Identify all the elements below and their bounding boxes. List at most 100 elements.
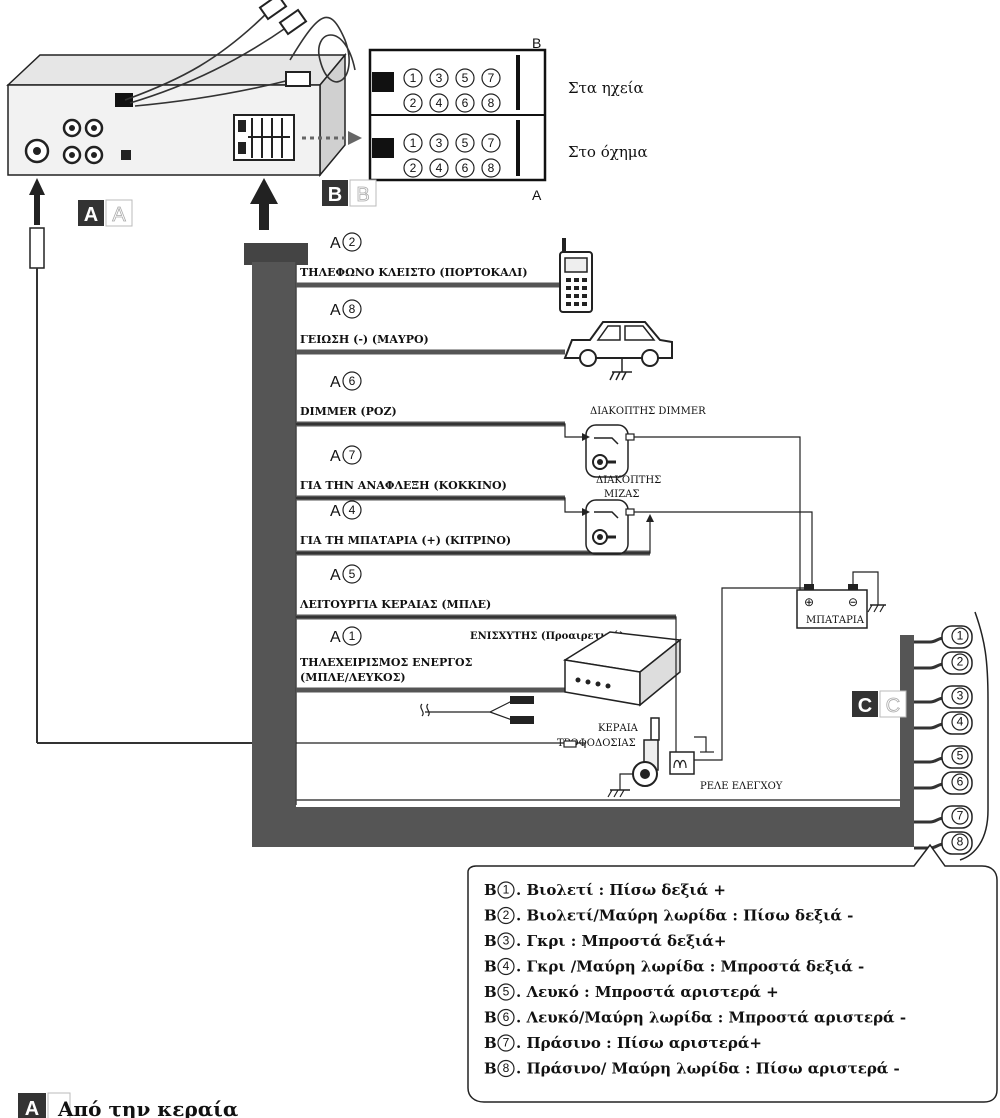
legend-prefix: B bbox=[484, 881, 497, 899]
wire-text: ΓΙΑ ΤΗ ΜΠΑΤΑΡΙΑ (+) (ΚΙΤΡΙΝΟ) bbox=[300, 534, 511, 547]
svg-text:3: 3 bbox=[436, 71, 443, 85]
svg-text:⊕: ⊕ bbox=[804, 595, 814, 609]
connector-pin: 7 bbox=[481, 68, 501, 88]
antenna-arrow-icon bbox=[29, 178, 45, 743]
wire-text: ΛΕΙΤΟΥΡΓΙΑ ΚΕΡΑΙΑΣ (ΜΠΛΕ) bbox=[299, 598, 491, 611]
svg-text:2: 2 bbox=[410, 96, 417, 110]
speaker-pin: 4 bbox=[951, 713, 969, 731]
ignition-switch-icon bbox=[585, 499, 635, 555]
svg-text:1: 1 bbox=[957, 628, 964, 642]
svg-text:3: 3 bbox=[436, 136, 443, 150]
connector-pin: 6 bbox=[455, 158, 475, 178]
svg-text:⊖: ⊖ bbox=[848, 595, 858, 609]
connector-pin: 3 bbox=[429, 68, 449, 88]
svg-text:5: 5 bbox=[349, 567, 356, 581]
battery-icon: ⊕ ⊖ ΜΠΑΤΑΡΙΑ bbox=[796, 571, 886, 629]
svg-text:4: 4 bbox=[349, 503, 356, 517]
legend-pin: 4 bbox=[497, 957, 515, 976]
legend-prefix: B bbox=[484, 958, 497, 976]
svg-text:6: 6 bbox=[462, 96, 469, 110]
legend-prefix: B bbox=[484, 1009, 497, 1027]
wire-prefix: A bbox=[330, 302, 341, 319]
wire-text: ΤΗΛΕΦΩΝΟ ΚΛΕΙΣΤΟ (ΠΟΡΤΟΚΑΛΙ) bbox=[300, 266, 528, 279]
dimmer-switch-label: ΔΙΑΚΟΠΤΗΣ DIMMER bbox=[590, 406, 706, 417]
connector-pin: 1 bbox=[403, 68, 423, 88]
wire-pin-number: 1 bbox=[342, 626, 362, 646]
wire-harness bbox=[37, 243, 914, 847]
wire-prefix: A bbox=[330, 503, 341, 520]
legend-text: . Πράσινο : Πίσω αριστερά+ bbox=[516, 1034, 762, 1052]
svg-text:A: A bbox=[25, 1098, 39, 1118]
footer-text: Από την κεραία bbox=[57, 1097, 238, 1118]
svg-text:4: 4 bbox=[957, 714, 964, 728]
svg-text:4: 4 bbox=[436, 161, 443, 175]
svg-text:8: 8 bbox=[503, 1061, 510, 1075]
connector-pin: 2 bbox=[403, 158, 423, 178]
legend-text: . Λευκό : Μπροστά αριστερά + bbox=[516, 983, 779, 1001]
svg-text:8: 8 bbox=[488, 161, 495, 175]
wire-prefix: A bbox=[330, 448, 341, 465]
legend-text: . Λευκό/Μαύρη λωρίδα : Μπροστά αριστερά … bbox=[516, 1009, 906, 1027]
wire-text: ΓΕΙΩΣΗ (-) (ΜΑΥΡΟ) bbox=[300, 333, 429, 346]
svg-text:3: 3 bbox=[503, 933, 510, 947]
svg-text:2: 2 bbox=[349, 235, 356, 249]
svg-text:6: 6 bbox=[503, 1010, 510, 1024]
wire-prefix: A bbox=[330, 235, 341, 252]
rca-jacks-icon bbox=[62, 118, 104, 165]
svg-text:A: A bbox=[112, 204, 126, 226]
svg-text:7: 7 bbox=[503, 1035, 510, 1049]
battery-label: ΜΠΑΤΑΡΙΑ bbox=[806, 615, 865, 626]
svg-text:5: 5 bbox=[503, 984, 510, 998]
connector-pin: 7 bbox=[481, 133, 501, 153]
ignition-switch-label-1: ΔΙΑΚΟΠΤΗΣ bbox=[596, 475, 661, 486]
harness-arrow-icon bbox=[250, 178, 278, 230]
car-icon bbox=[563, 321, 673, 372]
antenna-label-1: ΚΕΡΑΙΑ bbox=[598, 723, 639, 734]
connector-pin: 5 bbox=[455, 68, 475, 88]
legend-pin: 1 bbox=[497, 881, 515, 899]
wire-pin-number: 7 bbox=[342, 445, 362, 465]
legend-text: . Πράσινο/ Μαύρη λωρίδα : Πίσω αριστερά … bbox=[516, 1060, 900, 1078]
badge-c: C C bbox=[852, 690, 907, 718]
svg-text:1: 1 bbox=[410, 136, 417, 150]
antenna-motor-icon bbox=[296, 717, 660, 798]
connector-pin: 3 bbox=[429, 133, 449, 153]
phone-icon bbox=[559, 238, 593, 313]
ignition-switch-label-2: ΜΙΖΑΣ bbox=[604, 489, 639, 500]
dimmer-switch-icon bbox=[585, 424, 635, 478]
svg-text:3: 3 bbox=[957, 688, 964, 702]
legend-pin: 7 bbox=[497, 1034, 515, 1052]
legend-pin: 8 bbox=[497, 1059, 515, 1078]
legend-text: . Γκρι /Μαύρη λωρίδα : Μπροστά δεξιά - bbox=[516, 958, 864, 976]
relay-icon bbox=[296, 587, 812, 775]
svg-text:A: A bbox=[84, 204, 98, 226]
legend-text: . Βιολετί/Μαύρη λωρίδα : Πίσω δεξιά - bbox=[516, 907, 853, 925]
svg-text:8: 8 bbox=[349, 302, 356, 316]
speaker-pin: 2 bbox=[951, 653, 969, 671]
badge-b: B B bbox=[322, 179, 377, 207]
svg-text:6: 6 bbox=[462, 161, 469, 175]
legend-pin: 2 bbox=[497, 906, 515, 925]
connector-pin: 8 bbox=[481, 158, 501, 178]
connector-pin: 1 bbox=[403, 133, 423, 153]
legend-prefix: B bbox=[484, 932, 497, 950]
wire-prefix: A bbox=[330, 374, 341, 391]
legend-pin: 3 bbox=[497, 932, 515, 950]
badge-a: A A bbox=[78, 199, 133, 227]
legend-pin: 6 bbox=[497, 1008, 515, 1027]
svg-text:7: 7 bbox=[349, 448, 356, 462]
wire-text: ΤΗΛΕΧΕΙΡΙΣΜΟΣ ΕΝΕΡΓΟΣ bbox=[300, 656, 473, 669]
svg-text:B: B bbox=[356, 184, 369, 206]
